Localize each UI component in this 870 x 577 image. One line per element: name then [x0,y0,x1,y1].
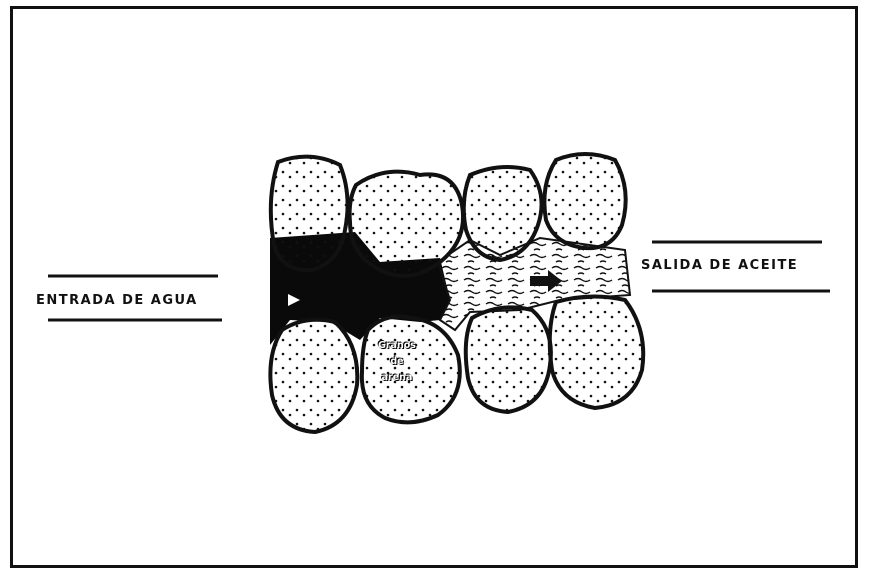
outlet-label: SALIDA DE ACEITE [641,258,798,273]
inlet-label: ENTRADA DE AGUA [36,293,198,308]
sand-grain-label-line: de [366,354,428,370]
sand-grain [270,320,357,432]
sand-grain-label-line: Granos [366,338,428,354]
sand-grain [271,157,348,270]
sand-grain-label-line: arena [366,370,428,386]
sand-grain [550,296,643,408]
sand-grain [466,307,551,412]
sand-grain [544,154,625,248]
sand-grain-label: Granos de arena [366,338,428,386]
